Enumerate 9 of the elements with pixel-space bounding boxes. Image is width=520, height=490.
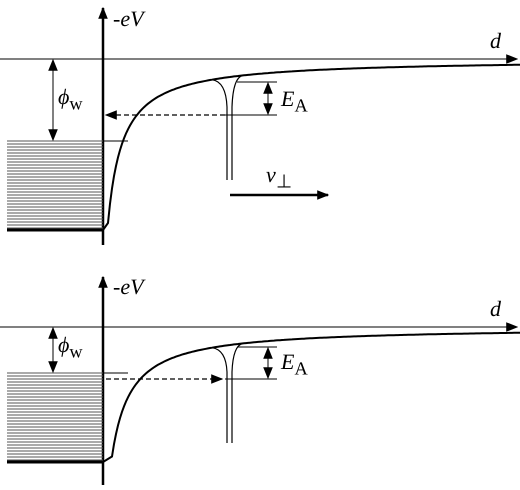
axis-label: d — [490, 298, 501, 320]
axis-label: -eV — [113, 8, 144, 30]
symbol-label: ϕ$_{w}$ — [58, 86, 83, 113]
symbol-label: v$_{⊥}$ — [266, 164, 292, 191]
axis-label: -eV — [113, 276, 144, 298]
symbol-label: E$_{A}$ — [281, 351, 308, 378]
symbol-label: E$_{A}$ — [281, 88, 308, 115]
symbol-label: ϕ$_{w}$ — [58, 334, 83, 361]
axis-label: d — [490, 30, 501, 52]
